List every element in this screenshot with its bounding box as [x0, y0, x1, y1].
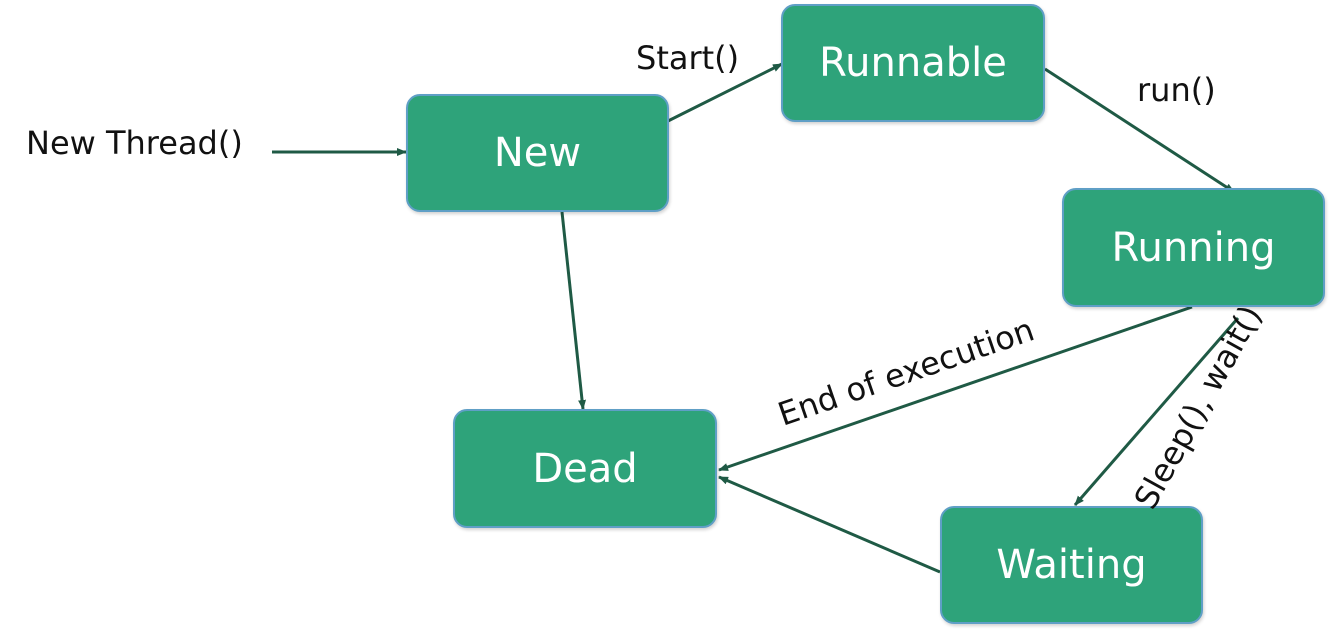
arrow-runnable-to-running — [1044, 67, 1235, 194]
state-waiting-label: Waiting — [996, 542, 1147, 588]
state-runnable-label: Runnable — [819, 40, 1007, 86]
state-waiting: Waiting — [940, 506, 1203, 624]
arrow-new-to-runnable — [667, 62, 783, 123]
transition-label-start: Start() — [636, 39, 740, 77]
state-running-label: Running — [1111, 224, 1276, 271]
state-dead: Dead — [453, 409, 717, 528]
transition-label-run: run() — [1137, 71, 1216, 109]
arrow-running-to-dead — [718, 305, 1193, 472]
arrow-running-to-waiting — [1073, 317, 1240, 506]
arrow-new-to-dead — [560, 211, 587, 410]
state-runnable: Runnable — [781, 4, 1045, 122]
state-running: Running — [1062, 188, 1325, 307]
state-dead-label: Dead — [532, 445, 638, 492]
transition-label-new-thread: New Thread() — [26, 124, 243, 162]
state-new-label: New — [493, 130, 582, 176]
arrow-waiting-to-dead — [718, 475, 941, 574]
state-new: New — [406, 94, 669, 212]
